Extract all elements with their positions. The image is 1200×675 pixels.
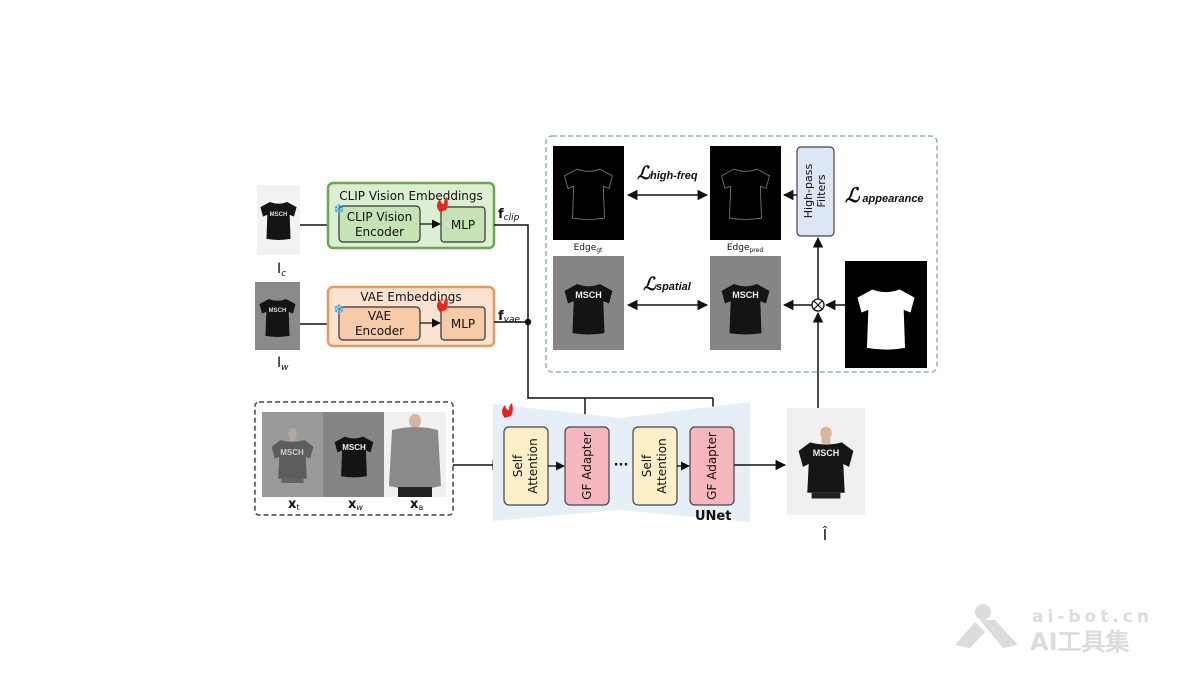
self-attention-block-1: Self Attention (503, 426, 549, 506)
self-attention-label: Attention (655, 438, 669, 493)
self-attention-label: Self (511, 454, 525, 477)
high-pass-label: Filters (815, 174, 828, 207)
mask-routing (782, 236, 845, 410)
cloth-image: MSCH (257, 185, 300, 255)
clip-mlp (440, 206, 486, 243)
watermark-domain: ai-bot.cn (1032, 607, 1153, 627)
high-freq-loss-label: ℒhigh-freq (637, 163, 698, 184)
shirt-logo: MSCH (342, 443, 366, 452)
self-attention-label: Attention (526, 438, 540, 493)
ellipsis: ··· (614, 458, 629, 473)
warped-cloth-label: Iw (277, 355, 289, 373)
unet-background (493, 402, 750, 522)
otimes-icon (811, 298, 825, 312)
spatial-loss-label: ℒspatial (643, 274, 692, 295)
vae-mlp-label: MLP (451, 317, 475, 331)
gf-adapter-label: GF Adapter (705, 432, 719, 500)
edge-gt-label: Edgegt (574, 243, 603, 254)
vae-embeddings-block: VAE Embeddings VAE Encoder MLP ❄ (326, 285, 496, 348)
self-attention-label: Self (640, 454, 654, 477)
high-pass-filters-block: High-pass Filters (796, 146, 835, 237)
edge-gt-image (553, 146, 624, 240)
latent-label: xw (348, 497, 363, 512)
cloth-mask-image (845, 261, 927, 368)
latent-label: xt (288, 497, 300, 512)
output-image: MSCH (787, 408, 865, 515)
flame-icon (502, 403, 513, 418)
flame-icon (437, 197, 448, 212)
pred-warped-image: MSCH (710, 256, 781, 350)
shirt-logo: MSCH (269, 308, 287, 314)
high-pass-label: High-pass (802, 164, 815, 219)
shirt-logo: MSCH (280, 448, 304, 457)
shirt-logo: MSCH (732, 290, 759, 300)
f-vae-label: fvae (498, 309, 520, 325)
gf-adapter-label: GF Adapter (580, 432, 594, 500)
clip-mlp-label: MLP (451, 218, 475, 232)
vae-title: VAE Embeddings (360, 290, 461, 304)
gf-adapter-block-2: GF Adapter (689, 426, 735, 506)
snowflake-icon: ❄ (333, 301, 345, 317)
gt-warped-image: MSCH (553, 256, 624, 350)
clip-title: CLIP Vision Embeddings (339, 189, 483, 203)
noisy-latent-image: MSCH (262, 412, 323, 497)
gf-adapter-block-1: GF Adapter (564, 426, 610, 506)
warped-latent-image: MSCH (323, 412, 384, 497)
edge-pred-image (710, 146, 781, 240)
watermark: ai-bot.cn AI工具集 (955, 604, 1153, 656)
vae-encoder-label: Encoder (355, 324, 404, 338)
shirt-logo: MSCH (575, 290, 602, 300)
agnostic-latent-image (384, 412, 446, 497)
warped-cloth-image: MSCH (255, 282, 300, 350)
f-clip-label: fclip (498, 207, 520, 223)
unet-label: UNet (695, 509, 731, 524)
flame-icon (437, 297, 448, 312)
self-attention-block-2: Self Attention (632, 426, 678, 506)
shirt-logo: MSCH (270, 212, 288, 218)
appearance-loss-region (545, 135, 938, 373)
clip-embeddings-block: CLIP Vision Embeddings CLIP Vision Encod… (326, 181, 496, 250)
clip-encoder-label: CLIP Vision (347, 210, 412, 224)
snowflake-icon: ❄ (333, 201, 345, 217)
vae-mlp (440, 306, 486, 341)
cloth-label: Ic (277, 261, 286, 279)
vae-encoder-label: VAE (368, 309, 391, 323)
clip-encoder-label: Encoder (355, 225, 404, 239)
edge-pred-label: Edgepred (727, 243, 763, 254)
output-label: Î (822, 525, 828, 544)
latent-inputs-group (254, 401, 454, 516)
latent-labels: xt xw xa (288, 497, 423, 512)
watermark-name: AI工具集 (1030, 628, 1131, 656)
latent-label: xa (410, 497, 423, 512)
watermark-logo-icon (975, 604, 991, 620)
shirt-logo: MSCH (813, 448, 840, 458)
